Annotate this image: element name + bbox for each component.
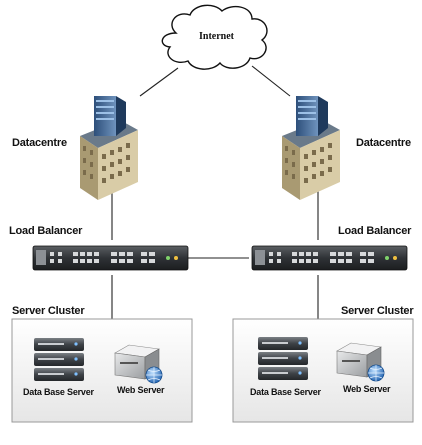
datacentre-building-icon-left — [80, 96, 138, 200]
internet-cloud-icon — [161, 4, 268, 70]
connection-lines — [111, 65, 319, 320]
load-balancer-icon-right — [251, 245, 408, 271]
database-server-icon-left — [34, 338, 84, 381]
datacentre-label-left: Datacentre — [12, 137, 67, 149]
load-balancer-label-left: Load Balancer — [9, 225, 83, 237]
web-server-icon-left — [114, 344, 163, 384]
link-internet-right-datacentre — [251, 65, 291, 97]
load-balancer-label-right: Load Balancer — [338, 225, 412, 237]
datacentre-label-right: Datacentre — [356, 137, 411, 149]
load-balancer-icon-left — [32, 245, 189, 271]
datacentre-building-icon-right — [282, 96, 340, 200]
web-server-label-left: Web Server — [117, 385, 165, 395]
internet-label: Internet — [199, 31, 234, 42]
web-server-icon-right — [336, 342, 385, 382]
link-internet-left-datacentre — [139, 67, 179, 97]
database-server-icon-right — [258, 337, 308, 380]
server-cluster-label-left: Server Cluster — [12, 305, 85, 317]
db-server-label-right: Data Base Server — [250, 387, 321, 397]
db-server-label-left: Data Base Server — [23, 387, 94, 397]
web-server-label-right: Web Server — [343, 384, 391, 394]
server-cluster-label-right: Server Cluster — [341, 305, 414, 317]
